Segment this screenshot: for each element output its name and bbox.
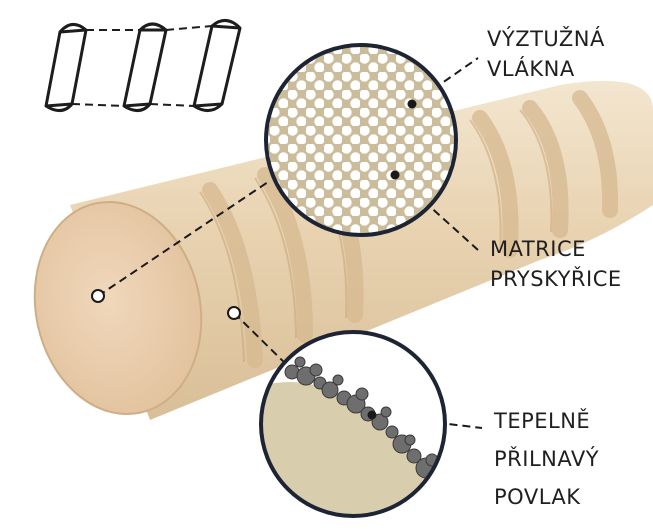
label-line: TEPELNĚ [494,402,599,440]
fiber-marker [408,100,417,109]
fiber-matrix-magnifier [266,45,456,235]
rebar-sketch-icon [46,20,240,110]
label-line: VÝZTUŽNÁ [487,24,605,54]
label-coating: TEPELNĚ PŘILNAVÝ POVLAK [494,402,599,516]
label-reinforcing-fibers: VÝZTUŽNÁ VLÁKNA [487,24,605,84]
label-line: PRYSKYŘICE [490,264,622,294]
rib-marker [228,307,240,319]
label-line: POVLAK [494,478,599,516]
face-marker [92,290,104,302]
label-resin-matrix: MATRICE PRYSKYŘICE [490,234,622,294]
label-line: MATRICE [490,234,622,264]
label-line: PŘILNAVÝ [494,440,599,478]
coating-marker [368,411,377,420]
matrix-marker [391,171,400,180]
label-line: VLÁKNA [487,54,605,84]
